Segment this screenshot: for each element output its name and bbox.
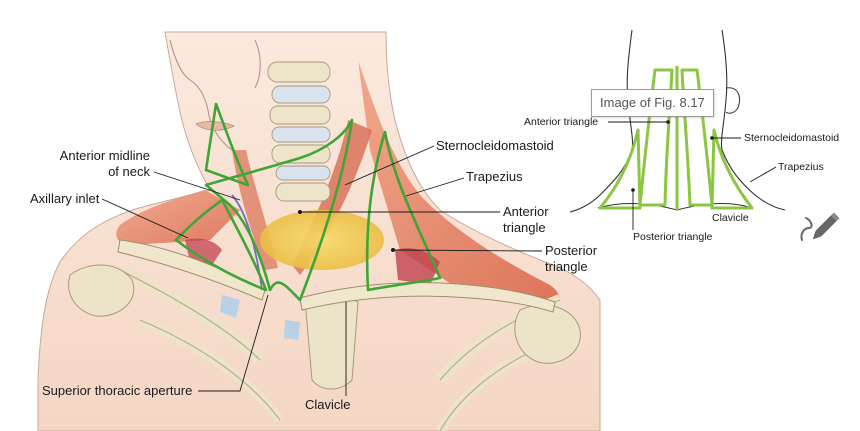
neck-illustration [37, 31, 601, 431]
inset-posterior-triangle-left [598, 128, 642, 210]
trapezius-muscle [358, 60, 560, 305]
humerus-head-left [68, 264, 135, 317]
cervical-spine [267, 61, 331, 202]
image-tooltip: Image of Fig. 8.17 [591, 89, 714, 117]
sternum [304, 296, 359, 390]
costal-cartilage-right [284, 320, 300, 340]
label-anterior-triangle-line1: Anterior [503, 204, 549, 219]
trapezius-muscle-left [116, 190, 240, 245]
inset-label-sternocleidomastoid: Sternocleidomastoid [744, 132, 839, 144]
label-clavicle: Clavicle [305, 397, 351, 412]
inset-schematic: Anterior triangle Sternocleidomastoid Tr… [524, 29, 839, 243]
inset-label-anterior-triangle: Anterior triangle [524, 116, 598, 128]
inset-label-trapezius: Trapezius [778, 161, 824, 173]
label-anterior-midline-line1: Anterior midline [60, 148, 150, 163]
rib-cage [117, 264, 563, 431]
axillary-inlet-outline[interactable] [174, 198, 268, 292]
inset-posterior-triangle-right [710, 128, 754, 210]
pencil-edit-icon [800, 212, 840, 241]
posterior-triangle-outline[interactable] [365, 130, 442, 292]
anterior-triangle-outline[interactable] [204, 118, 354, 302]
face-triangle-outline[interactable] [204, 102, 250, 187]
ear [254, 39, 261, 89]
inset-ear [725, 87, 740, 114]
clavicle-left [117, 239, 266, 301]
label-posterior-triangle-line2: triangle [545, 259, 588, 274]
face-contour [169, 39, 233, 151]
label-posterior-triangle-line1: Posterior [545, 243, 598, 258]
inset-label-posterior-triangle: Posterior triangle [633, 231, 713, 243]
edit-button[interactable] [798, 206, 842, 246]
humerus-head-right [514, 304, 581, 364]
inset-label-clavicle: Clavicle [712, 212, 749, 224]
label-anterior-triangle-line2: triangle [503, 220, 546, 235]
label-sternocleidomastoid: Sternocleidomastoid [436, 138, 554, 153]
main-annotations: Anterior midline of neck Axillary inlet … [30, 138, 598, 412]
lung-apex-right [395, 248, 440, 285]
label-axillary-inlet: Axillary inlet [30, 191, 100, 206]
label-superior-thoracic-aperture: Superior thoracic aperture [42, 383, 192, 398]
costal-cartilage-left [220, 295, 240, 318]
label-anterior-midline-line2: of neck [108, 164, 150, 179]
label-trapezius: Trapezius [466, 169, 523, 184]
inset-head-outline [569, 29, 786, 213]
